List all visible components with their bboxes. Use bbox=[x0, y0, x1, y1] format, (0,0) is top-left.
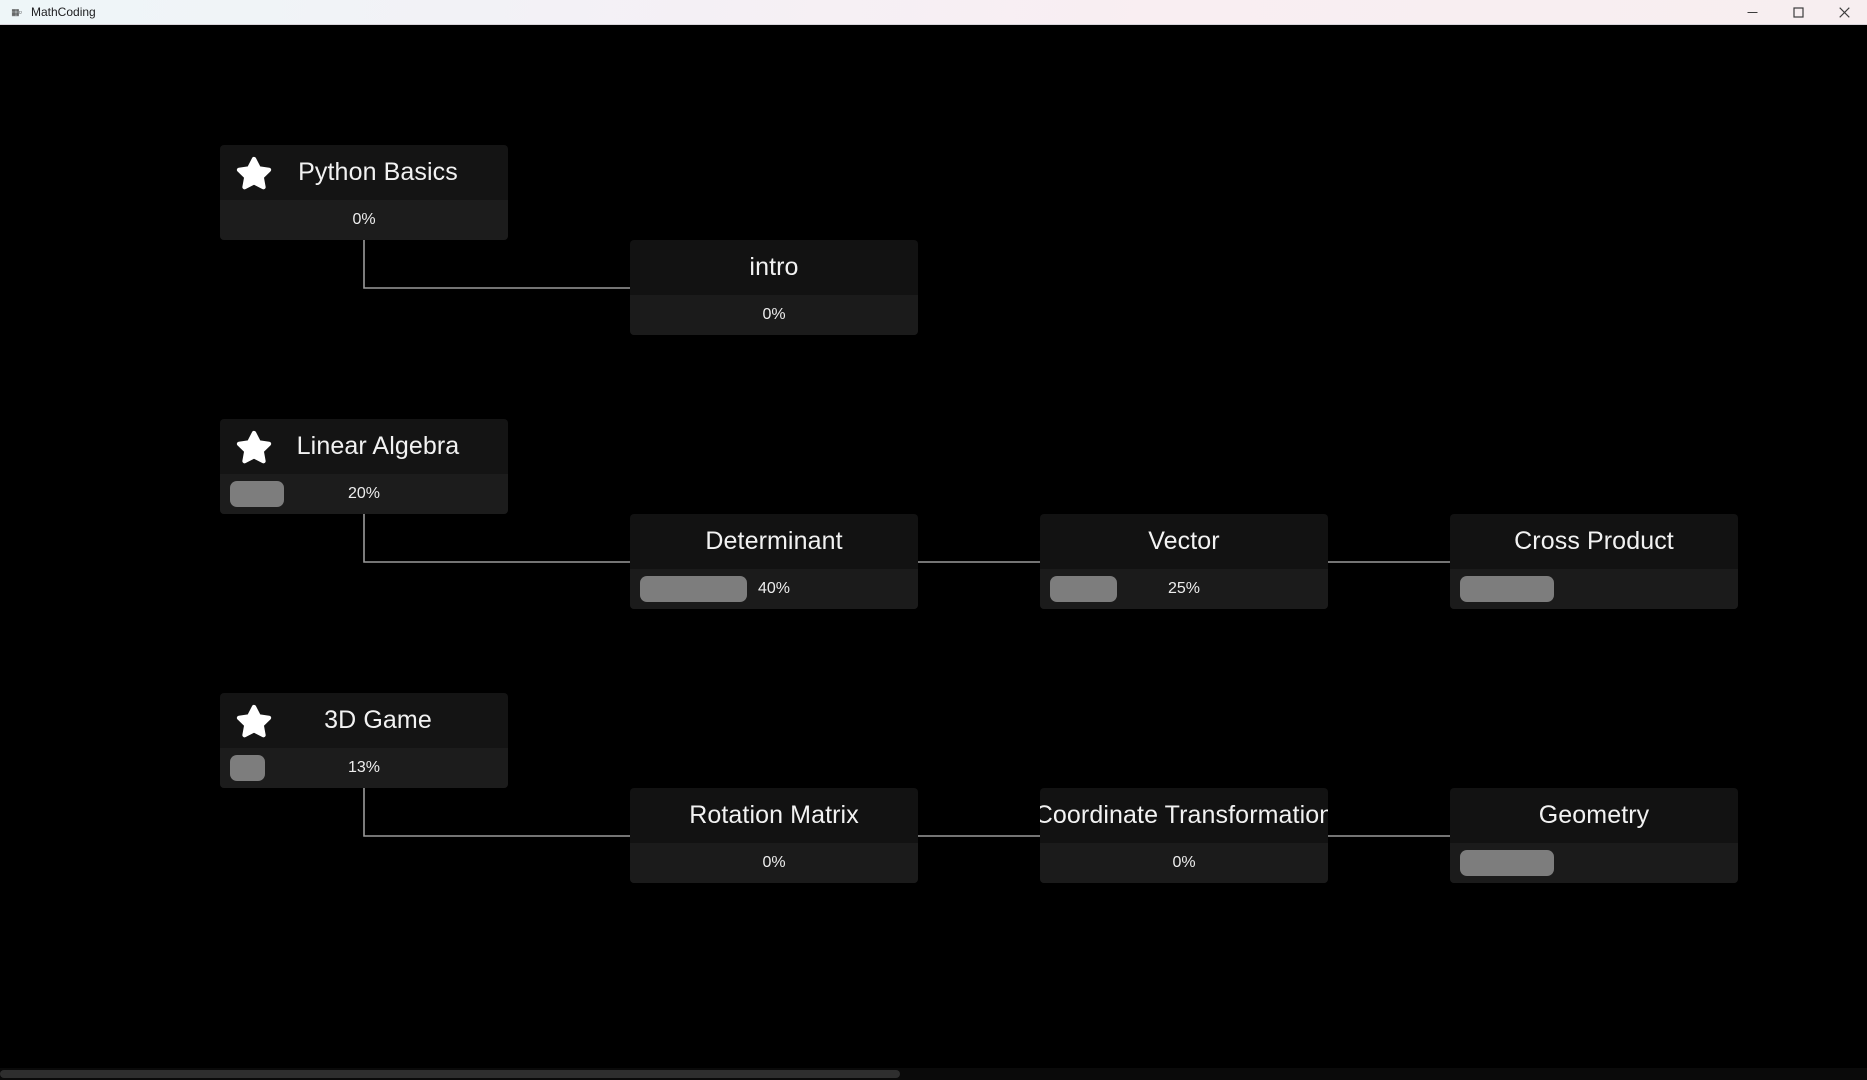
progress-percent-label: 0% bbox=[1172, 854, 1196, 871]
node-header: Linear Algebra bbox=[220, 419, 508, 474]
node-progress-footer: 0% bbox=[630, 843, 918, 883]
progress-bar bbox=[1050, 576, 1117, 602]
node-title: Determinant bbox=[705, 527, 843, 555]
node-title: Linear Algebra bbox=[296, 432, 460, 460]
node-progress-footer: 0% bbox=[220, 200, 508, 240]
progress-bar bbox=[230, 755, 265, 781]
node-card-linear-algebra[interactable]: Linear Algebra 20% bbox=[220, 419, 508, 514]
node-card-coordinate-transformation[interactable]: Coordinate Transformation 0% bbox=[1040, 788, 1328, 883]
node-card-vector[interactable]: Vector 25% bbox=[1040, 514, 1328, 609]
horizontal-scrollbar[interactable] bbox=[0, 1068, 1867, 1080]
node-title: 3D Game bbox=[324, 706, 432, 734]
window-titlebar: ▦▫ MathCoding bbox=[0, 0, 1867, 25]
node-progress-footer: 0% bbox=[630, 295, 918, 335]
node-header: 3D Game bbox=[220, 693, 508, 748]
skill-tree-canvas[interactable]: Python Basics 0% intro 0% Linear Algebra 20% D… bbox=[0, 25, 1867, 1080]
node-title: intro bbox=[749, 253, 799, 281]
node-card-intro[interactable]: intro 0% bbox=[630, 240, 918, 335]
node-card-determinant[interactable]: Determinant 40% bbox=[630, 514, 918, 609]
node-title: Python Basics bbox=[298, 158, 458, 186]
progress-percent-label: 0% bbox=[762, 306, 786, 323]
node-title: Geometry bbox=[1538, 801, 1650, 829]
node-title: Coordinate Transformation bbox=[1040, 801, 1328, 829]
node-header: intro bbox=[630, 240, 918, 295]
star-icon bbox=[236, 704, 272, 737]
progress-bar bbox=[640, 576, 747, 602]
star-icon bbox=[236, 430, 272, 463]
node-header: Rotation Matrix bbox=[630, 788, 918, 843]
progress-percent-label: 40% bbox=[757, 580, 791, 597]
minimize-button[interactable] bbox=[1729, 0, 1775, 25]
window-title: MathCoding bbox=[31, 5, 96, 19]
node-header: Determinant bbox=[630, 514, 918, 569]
node-progress-footer: 40% bbox=[630, 569, 918, 609]
node-header: Cross Product bbox=[1450, 514, 1738, 569]
node-title: Rotation Matrix bbox=[689, 801, 859, 829]
progress-bar bbox=[230, 481, 284, 507]
progress-bar bbox=[1460, 576, 1554, 602]
progress-percent-label: 0% bbox=[352, 211, 376, 228]
node-progress-footer: 20% bbox=[220, 474, 508, 514]
maximize-button[interactable] bbox=[1775, 0, 1821, 25]
node-card-geometry[interactable]: Geometry bbox=[1450, 788, 1738, 883]
node-header: Python Basics bbox=[220, 145, 508, 200]
node-title: Cross Product bbox=[1514, 527, 1674, 555]
progress-percent-label: 0% bbox=[762, 854, 786, 871]
node-header: Vector bbox=[1040, 514, 1328, 569]
node-progress-footer: 13% bbox=[220, 748, 508, 788]
progress-percent-label: 20% bbox=[347, 485, 381, 502]
progress-percent-label: 13% bbox=[347, 759, 381, 776]
star-icon bbox=[236, 156, 272, 189]
node-header: Coordinate Transformation bbox=[1040, 788, 1328, 843]
progress-bar bbox=[1460, 850, 1554, 876]
node-card-cross-product[interactable]: Cross Product bbox=[1450, 514, 1738, 609]
node-card-3d-game[interactable]: 3D Game 13% bbox=[220, 693, 508, 788]
close-button[interactable] bbox=[1821, 0, 1867, 25]
node-progress-footer bbox=[1450, 569, 1738, 609]
node-progress-footer: 0% bbox=[1040, 843, 1328, 883]
node-card-rotation-matrix[interactable]: Rotation Matrix 0% bbox=[630, 788, 918, 883]
node-progress-footer: 25% bbox=[1040, 569, 1328, 609]
node-progress-footer bbox=[1450, 843, 1738, 883]
app-icon: ▦▫ bbox=[11, 6, 22, 17]
horizontal-scrollbar-thumb[interactable] bbox=[0, 1070, 900, 1078]
node-card-python-basics[interactable]: Python Basics 0% bbox=[220, 145, 508, 240]
node-header: Geometry bbox=[1450, 788, 1738, 843]
progress-percent-label: 25% bbox=[1167, 580, 1201, 597]
node-title: Vector bbox=[1148, 527, 1220, 555]
